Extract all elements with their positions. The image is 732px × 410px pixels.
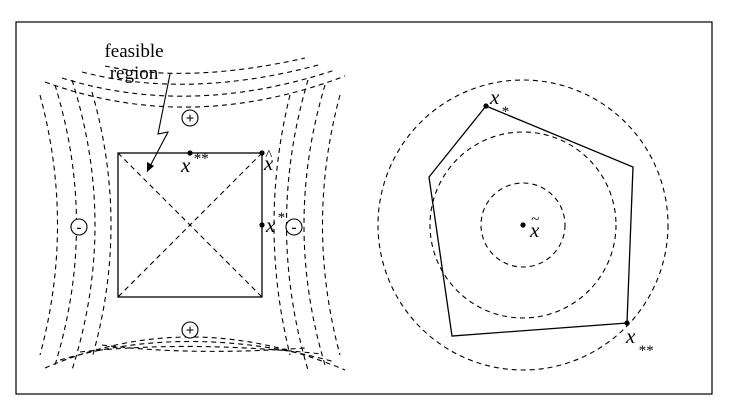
- plus-sign-top: +: [181, 109, 199, 127]
- point-double-star-mark: **: [638, 343, 654, 359]
- point-double-star-dot: [624, 320, 630, 326]
- point-star-label: x: [489, 85, 500, 109]
- point-center-mark: ~: [531, 212, 539, 228]
- svg-text:-: -: [292, 220, 297, 236]
- annotation-arrow-head: [147, 162, 154, 172]
- point-star-mark: *: [501, 104, 509, 120]
- point-center-label: x: [529, 218, 540, 242]
- svg-text:+: +: [186, 323, 195, 339]
- point-double-star-dot: [187, 150, 193, 156]
- bottom-contours: [44, 336, 346, 371]
- square-diagonal-2: [117, 152, 263, 298]
- annotation-region: region: [110, 63, 159, 84]
- svg-text:+: +: [186, 111, 195, 127]
- minus-sign-right: -: [285, 218, 303, 236]
- point-double-star-label: x: [625, 324, 636, 348]
- right-panel: x ~ x * x **: [377, 79, 669, 371]
- point-hat-dot: [259, 150, 265, 156]
- annotation-feasible: feasible: [104, 41, 163, 62]
- top-contours: [44, 57, 346, 108]
- annotation-lightning-arrow: [146, 73, 171, 173]
- point-double-star-mark: **: [193, 151, 209, 167]
- point-star-label: x: [265, 213, 276, 237]
- left-contours: [39, 79, 112, 371]
- point-center-dot: [520, 222, 526, 228]
- svg-text:-: -: [77, 220, 82, 236]
- point-star-dot: [259, 222, 265, 228]
- feasible-pentagon: [428, 105, 634, 337]
- point-double-star-label: x: [180, 153, 191, 177]
- contour-circle-inner: [480, 182, 566, 268]
- point-star-dot: [483, 103, 489, 109]
- point-star-mark: *: [277, 210, 285, 226]
- contour-circle-outer: [377, 79, 669, 371]
- contour-circle-middle: [429, 131, 617, 319]
- left-panel: feasible region + + - - x ** x ^ x: [39, 41, 346, 371]
- point-hat-mark: ^: [265, 148, 273, 164]
- figure-frame: [15, 21, 713, 395]
- minus-sign-left: -: [70, 218, 88, 236]
- plus-sign-bottom: +: [181, 321, 199, 339]
- point-hat-label: x: [263, 151, 274, 175]
